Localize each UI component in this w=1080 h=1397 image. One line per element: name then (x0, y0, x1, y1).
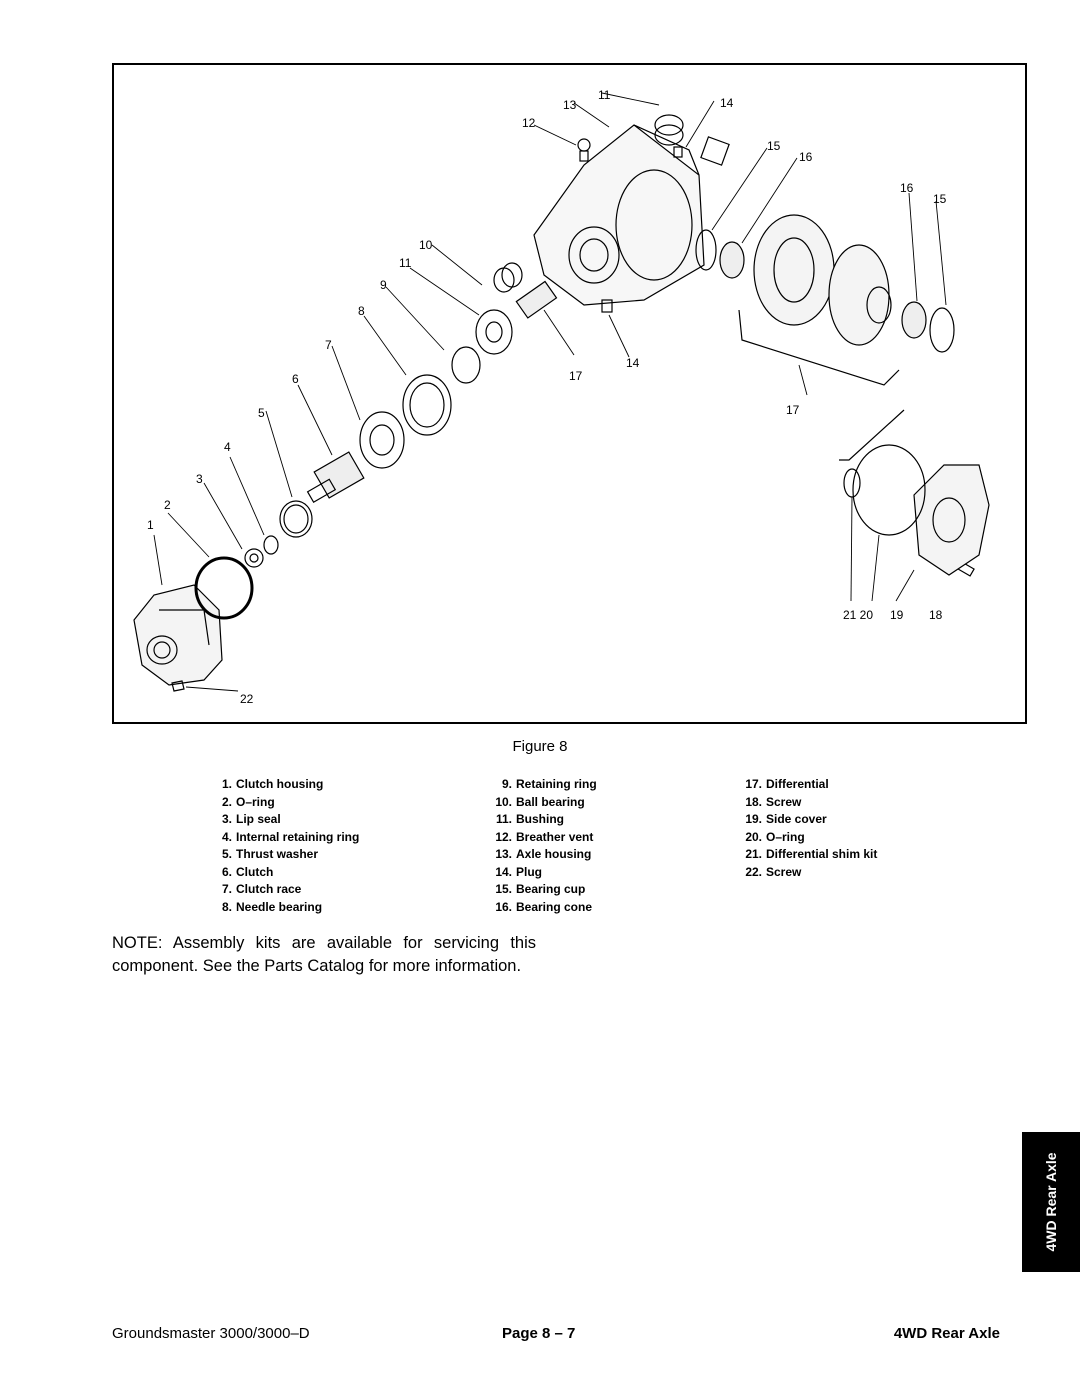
section-side-tab: 4WD Rear Axle (1022, 1132, 1080, 1272)
clutch-part (306, 451, 365, 504)
legend-item: 17.Differential (745, 777, 829, 791)
legend-item: 10.Ball bearing (495, 794, 585, 809)
callout-2: 2 (164, 498, 171, 512)
side-cover-part (913, 464, 990, 576)
callout-3: 3 (196, 472, 203, 486)
pinion-shaft-part (515, 280, 558, 319)
legend-item: 5.Thrust washer (221, 847, 319, 861)
legend-item: 4.Internal retaining ring (221, 829, 360, 844)
needle-bearing-part (402, 374, 452, 436)
differential-case-part (753, 214, 892, 346)
legend-item: 2.O–ring (221, 794, 275, 809)
side-tab-label: 4WD Rear Axle (1043, 1152, 1059, 1252)
clutch-race-part (359, 411, 405, 469)
legend-item: 8.Needle bearing (221, 899, 323, 914)
legend-item: 22.Screw (745, 864, 802, 879)
exploded-diagram: 1 2 3 4 5 6 7 8 9 11 10 11 12 13 14 14 1… (133, 88, 990, 706)
callout-6: 6 (292, 372, 299, 386)
plug-bottom-part (601, 299, 613, 313)
o-ring-20-part (852, 444, 926, 536)
callout-11-left: 11 (399, 256, 412, 270)
bushing-part (493, 262, 523, 293)
legend-item: 15.Bearing cup (495, 882, 586, 896)
legend-item: 1.Clutch housing (221, 777, 324, 791)
ball-bearing-part (475, 309, 513, 355)
callout-16-right: 16 (900, 181, 914, 195)
legend-item: 16.Bearing cone (495, 899, 593, 914)
legend-item: 6.Clutch (221, 864, 274, 879)
legend-column-2: 9.Retaining ring 10.Ball bearing 11.Bush… (490, 776, 597, 916)
gasket-part (700, 136, 730, 166)
legend-item: 13.Axle housing (495, 847, 592, 861)
callout-5: 5 (258, 406, 265, 420)
legend-item: 19.Side cover (745, 812, 827, 826)
callout-1: 1 (147, 518, 154, 532)
legend-item: 18.Screw (745, 794, 802, 809)
screw-22-part (171, 680, 185, 692)
lip-seal-part (244, 548, 264, 568)
bearing-cup-part (695, 229, 717, 271)
callout-17-left: 17 (569, 369, 583, 383)
breather-vent-part (577, 138, 591, 162)
legend-column-1: 1.Clutch housing 2.O–ring 3.Lip seal 4.I… (210, 776, 359, 916)
callout-11-top: 11 (598, 88, 611, 102)
callout-21-20: 21 20 (843, 608, 873, 622)
footer-page-number: Page 8 – 7 (502, 1325, 576, 1342)
footer-product-name: Groundsmaster 3000/3000–D (112, 1325, 310, 1342)
legend-column-3: 17.Differential 18.Screw 19.Side cover 2… (740, 776, 877, 881)
callout-12: 12 (522, 116, 536, 130)
callout-19: 19 (890, 608, 904, 622)
bearing-cone-part (719, 241, 745, 279)
callout-10: 10 (419, 238, 433, 252)
callout-15-right: 15 (933, 192, 947, 206)
legend-item: 21.Differential shim kit (745, 847, 878, 861)
o-ring-part (194, 556, 254, 620)
callout-13: 13 (563, 98, 577, 112)
callout-18: 18 (929, 608, 943, 622)
callout-14-top: 14 (720, 96, 734, 110)
legend-item: 12.Breather vent (495, 829, 594, 844)
legend-item: 14.Plug (495, 864, 542, 879)
callout-15-top: 15 (767, 139, 781, 153)
plug-top-part (673, 146, 683, 158)
callout-8: 8 (358, 304, 365, 318)
callout-14-bottom: 14 (626, 356, 640, 370)
internal-retaining-ring-part (263, 535, 279, 555)
legend-item: 11.Bushing (495, 812, 564, 826)
exploded-view-figure: 1 2 3 4 5 6 7 8 9 11 10 11 12 13 14 14 1… (112, 63, 1027, 724)
legend-item: 20.O–ring (745, 829, 805, 844)
legend-item: 9.Retaining ring (501, 777, 597, 791)
shim-21-part (843, 468, 861, 498)
bushing-top-part (654, 114, 684, 146)
retaining-ring-part (451, 346, 481, 384)
callout-7: 7 (325, 338, 332, 352)
callout-4: 4 (224, 440, 231, 454)
callout-22: 22 (240, 692, 254, 706)
right-bearing-cup-part (929, 307, 955, 353)
legend-item: 3.Lip seal (221, 812, 281, 826)
assembly-kits-note: NOTE: Assembly kits are available for se… (112, 934, 536, 975)
callout-17-right: 17 (786, 403, 800, 417)
figure-caption: Figure 8 (512, 738, 568, 755)
thrust-washer-part (279, 500, 313, 538)
clutch-housing-part (133, 584, 223, 686)
axle-housing-part (533, 124, 705, 306)
footer-section-title: 4WD Rear Axle (893, 1325, 1000, 1342)
callout-16-top: 16 (799, 150, 813, 164)
legend-item: 7.Clutch race (221, 882, 302, 896)
callout-9: 9 (380, 278, 387, 292)
right-bearing-cone-part (901, 301, 927, 339)
